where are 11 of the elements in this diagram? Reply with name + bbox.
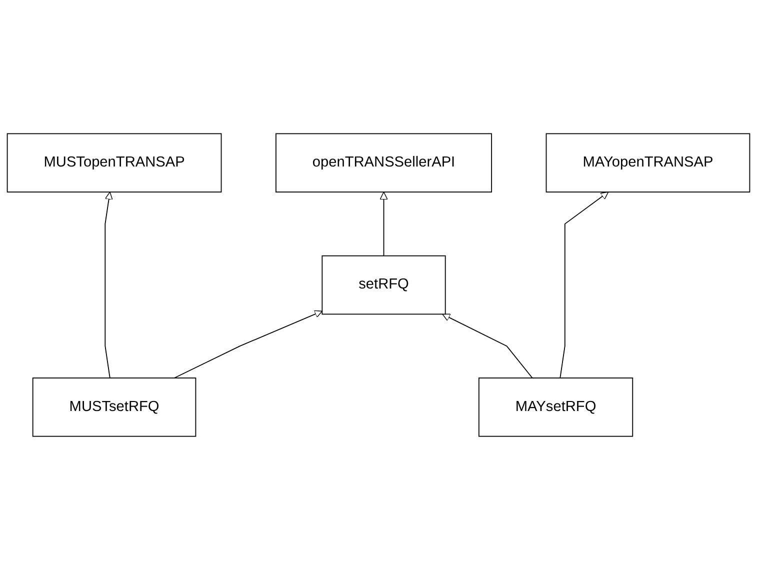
arrow <box>442 314 533 378</box>
node-box: MUSTsetRFQ <box>32 378 196 437</box>
node-box: MUSTopenTRANSAP <box>6 133 222 192</box>
arrow <box>380 192 388 256</box>
arrow <box>104 192 113 378</box>
node-box: MAYsetRFQ <box>478 378 634 437</box>
node-box: setRFQ <box>322 255 446 315</box>
arrow <box>560 192 609 378</box>
node-box: openTRANSSellerAPI <box>276 133 492 192</box>
arrow <box>174 310 323 378</box>
node-box: MAYopenTRANSAP <box>546 133 750 192</box>
